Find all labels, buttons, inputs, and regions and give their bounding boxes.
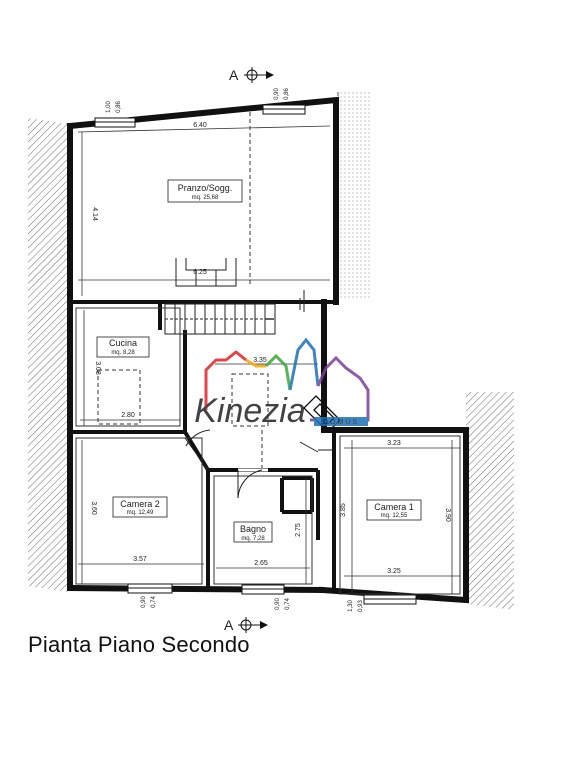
- win-bottom-left-h: 0,74: [151, 596, 157, 608]
- watermark-name: Kinezia: [194, 392, 306, 430]
- room-area-camera1: mq. 12,55: [381, 513, 408, 519]
- dim-cucina-height: 3.08: [94, 361, 101, 375]
- room-name-pranzo: Pranzo/Sogg.: [178, 183, 233, 193]
- dim-camera1-width-top: 3.23: [387, 440, 401, 447]
- page-title: Pianta Piano Secondo: [28, 632, 250, 657]
- room-label-pranzo: Pranzo/Sogg. mq. 25,68: [167, 179, 243, 203]
- window-top-right: [262, 104, 306, 115]
- win-bottom-mid-h: 0,74: [285, 598, 291, 610]
- fireplace: [175, 258, 237, 287]
- neighbour-building-right: [337, 90, 372, 300]
- dim-disimpegno-width: 3.35: [253, 357, 267, 364]
- room-name-bagno: Bagno: [240, 524, 266, 534]
- dim-camera1-width-bottom: 3.25: [387, 568, 401, 575]
- win-top-right-h: 0,86: [284, 88, 290, 100]
- dimension-texts: 6.40 4.14 6.25 3.35 3.08 2.80 3.60 3.57 …: [90, 122, 451, 575]
- window-bottom-mid: [241, 584, 285, 595]
- neighbour-building-right-lower: [466, 392, 514, 610]
- window-top-left: [94, 117, 136, 128]
- section-marker-bottom-label: A: [224, 617, 234, 633]
- dim-camera1-height-left: 3.85: [340, 503, 347, 517]
- window-dimension-texts: 1,00 0,86 0,90 0,86 0,90 0,74 0,90 0,74 …: [106, 88, 364, 612]
- room-area-bagno: mq. 7,28: [241, 536, 265, 542]
- dashed-lines: [97, 112, 269, 470]
- neighbour-building-left: [28, 118, 68, 592]
- dim-camera1-height-right: 3.90: [444, 508, 451, 522]
- win-top-left-h: 0,86: [116, 101, 122, 113]
- wall-thin-lines: [75, 307, 461, 595]
- dim-pranzo-width2: 6.25: [193, 269, 207, 276]
- room-area-camera2: mq. 12,49: [127, 510, 154, 516]
- room-name-camera1: Camera 1: [374, 502, 414, 512]
- dim-cucina-width: 2.80: [121, 412, 135, 419]
- room-label-camera2: Camera 2 mq. 12,49: [112, 496, 168, 518]
- win-bottom-right-w: 1,30: [348, 600, 354, 612]
- watermark-skyline: [204, 350, 247, 410]
- dim-bagno-width: 2.65: [254, 560, 268, 567]
- section-marker-bottom: A: [224, 617, 268, 633]
- room-area-cucina: mq. 8,28: [111, 350, 135, 356]
- win-top-left-w: 1,00: [106, 101, 112, 113]
- watermark-sub: DOMUS: [323, 419, 359, 426]
- staircase: [164, 303, 276, 335]
- room-label-bagno: Bagno mq. 7,28: [233, 521, 273, 543]
- dim-camera2-height: 3.60: [90, 501, 97, 515]
- room-name-cucina: Cucina: [109, 338, 137, 348]
- win-bottom-left-w: 0,90: [141, 596, 147, 608]
- doors: [184, 290, 334, 499]
- window-bottom-right: [363, 594, 417, 605]
- dim-bagno-height: 2.75: [295, 523, 302, 537]
- section-marker-top: A: [229, 67, 274, 83]
- room-area-pranzo: mq. 25,68: [192, 195, 219, 201]
- win-bottom-right-h: 0,93: [358, 600, 364, 612]
- room-name-camera2: Camera 2: [120, 499, 160, 509]
- room-label-cucina: Cucina mq. 8,28: [96, 336, 150, 358]
- dim-pranzo-width: 6.40: [193, 122, 207, 129]
- room-label-camera1: Camera 1 mq. 12,55: [366, 499, 422, 521]
- watermark-logo: Kinezia DOMUS: [194, 337, 370, 430]
- dim-camera2-width: 3.57: [133, 556, 147, 563]
- window-bottom-left: [127, 583, 173, 594]
- dim-pranzo-height: 4.14: [91, 207, 98, 221]
- section-marker-top-label: A: [229, 67, 239, 83]
- win-top-right-w: 0,90: [274, 88, 280, 100]
- dimension-lines: [77, 125, 460, 594]
- win-bottom-mid-w: 0,90: [275, 598, 281, 610]
